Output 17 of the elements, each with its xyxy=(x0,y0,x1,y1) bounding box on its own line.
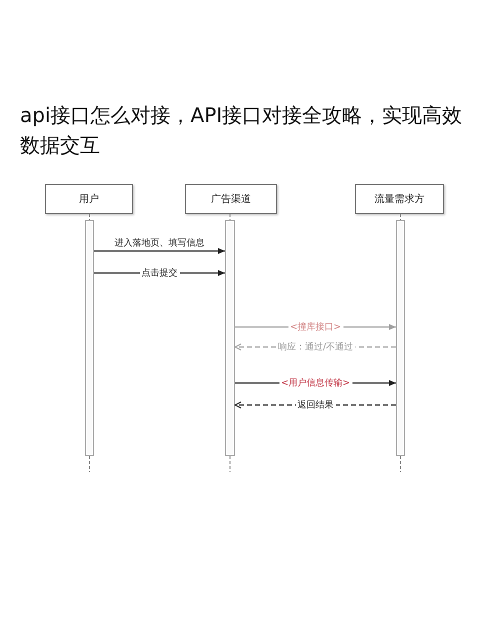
participant-name: 用户 xyxy=(79,192,99,206)
participant-name: 广告渠道 xyxy=(211,192,251,206)
message-label: 进入落地页、填写信息 xyxy=(114,237,206,250)
message-label: 响应：通过/不通过 xyxy=(276,340,356,354)
title: api接口怎么对接，API接口对接全攻略，实现高效数据交互 xyxy=(20,102,464,159)
participant-box xyxy=(45,184,133,214)
message-arrow xyxy=(94,248,225,254)
message-label: <撞库接口> xyxy=(288,320,344,334)
activation-bar xyxy=(396,220,405,456)
participant-box xyxy=(185,184,277,214)
message-label: 返回结果 xyxy=(296,398,336,412)
activation-bar xyxy=(225,220,235,456)
participant-name: 流量需求方 xyxy=(374,192,424,206)
message-label: <用户信息传输> xyxy=(278,376,352,390)
message-label: 点击提交 xyxy=(140,266,180,280)
participant-box xyxy=(355,184,444,214)
activation-bar xyxy=(85,220,94,456)
